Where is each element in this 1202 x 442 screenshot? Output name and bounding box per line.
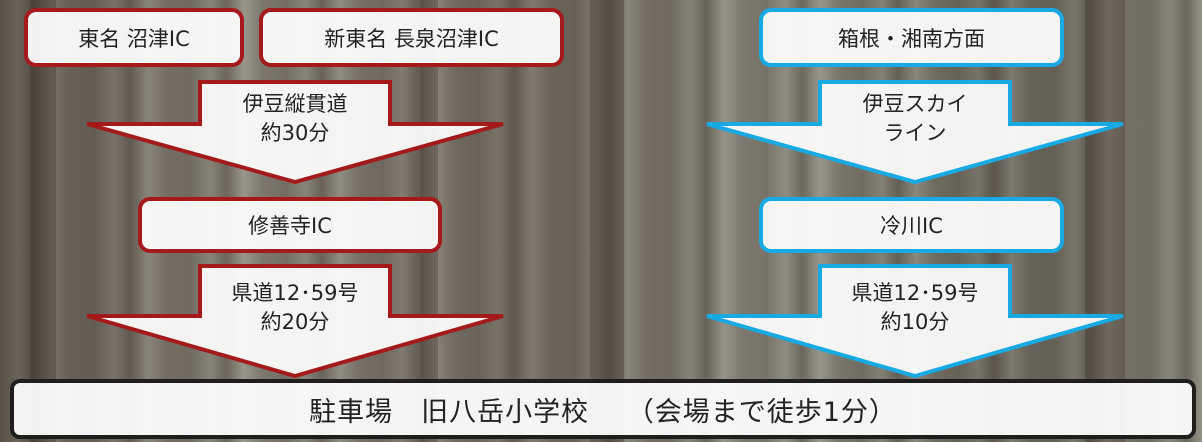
arrow-label-prefectural-road: 県道12･59号 約20分 bbox=[231, 281, 359, 334]
arrow-label-izu-skyline: 伊豆スカイ ライン bbox=[862, 92, 968, 145]
tree-trunk bbox=[1085, 0, 1125, 442]
start-box-shin-tomei-nagaizumi-ic: 新東名 長泉沼津IC bbox=[259, 8, 564, 67]
destination-box-parking: 駐車場 旧八岳小学校 （会場まで徒歩1分） bbox=[10, 379, 1196, 439]
start-label: 東名 沼津IC bbox=[78, 26, 190, 51]
arrow-label-prefectural-road: 県道12･59号 約10分 bbox=[851, 281, 979, 334]
arrow-label-izu-jukan: 伊豆縦貫道 約30分 bbox=[242, 92, 348, 145]
down-arrow-blue bbox=[706, 80, 1124, 185]
destination-label: 駐車場 旧八岳小学校 （会場まで徒歩1分） bbox=[309, 396, 897, 428]
mid-label: 修善寺IC bbox=[248, 214, 332, 238]
start-box-tomei-numazu-ic: 東名 沼津IC bbox=[24, 8, 244, 67]
tree-trunk bbox=[30, 0, 56, 442]
start-label: 箱根・湘南方面 bbox=[838, 26, 985, 51]
down-arrow-blue bbox=[706, 264, 1124, 379]
start-label: 新東名 長泉沼津IC bbox=[324, 26, 499, 51]
tree-trunk bbox=[590, 0, 624, 442]
down-arrow-red bbox=[86, 80, 504, 185]
mid-label: 冷川IC bbox=[880, 214, 943, 238]
mid-box-hiekawa-ic: 冷川IC bbox=[759, 197, 1064, 253]
mid-box-shuzenji-ic: 修善寺IC bbox=[138, 197, 442, 253]
start-box-hakone-shonan: 箱根・湘南方面 bbox=[759, 8, 1064, 67]
down-arrow-red bbox=[86, 264, 504, 379]
